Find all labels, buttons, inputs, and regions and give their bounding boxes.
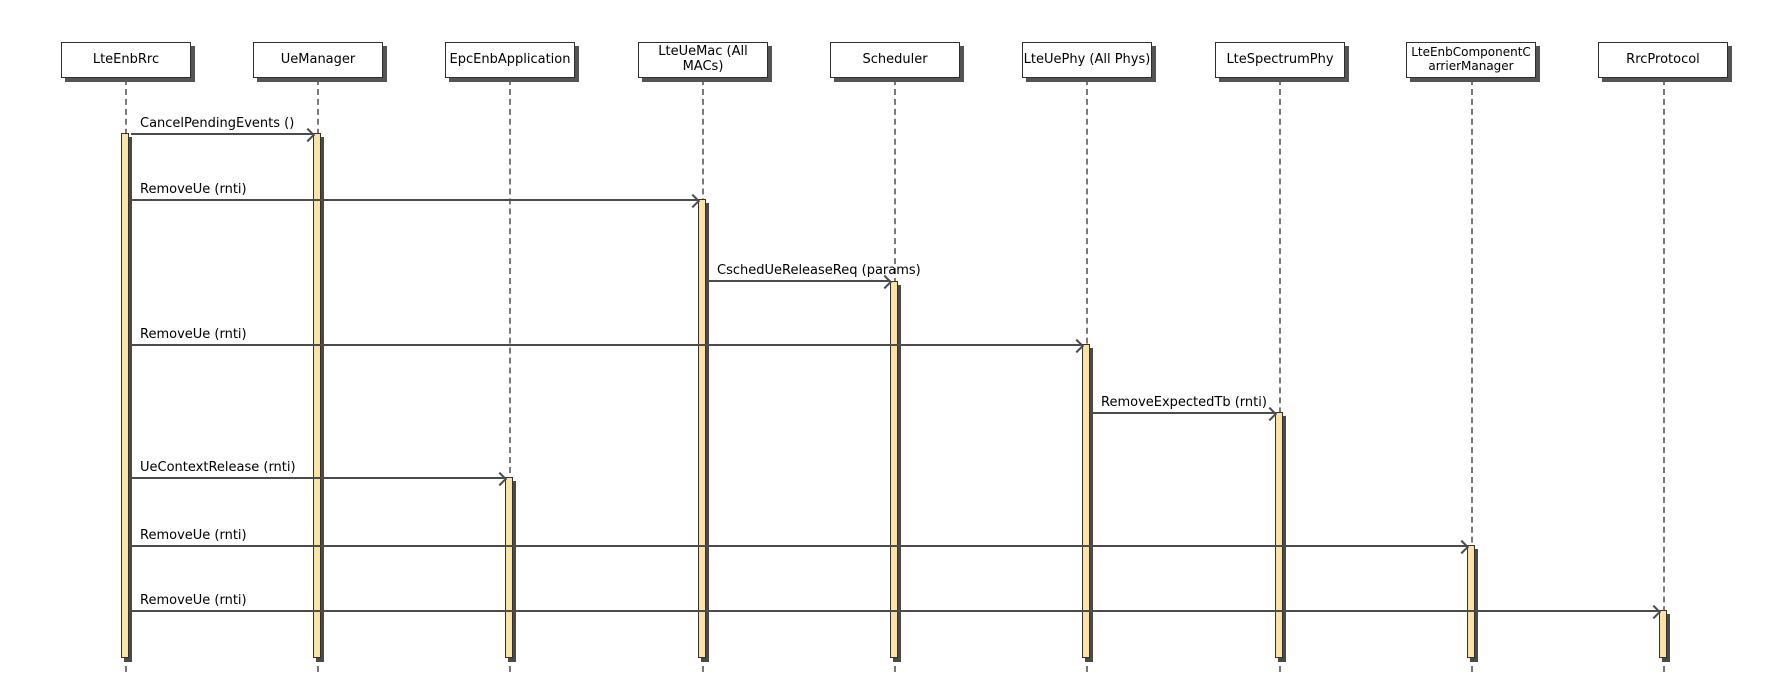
message-line [131, 477, 504, 479]
activation-bar-lteuemac [698, 199, 706, 658]
actor-box-scheduler: Scheduler [830, 42, 960, 78]
activation-bar-uemanager [313, 133, 321, 658]
message-label: CschedUeReleaseReq (params) [717, 263, 921, 278]
actor-label: EpcEnbApplication [449, 51, 571, 67]
lifeline-lteenbccm [1471, 79, 1473, 672]
message-label: RemoveUe (rnti) [140, 528, 247, 543]
activation-bar-lteuephy [1082, 344, 1090, 658]
actor-box-uemanager: UeManager [253, 42, 383, 78]
message-label: RemoveUe (rnti) [140, 593, 247, 608]
actor-label: RrcProtocol [1626, 51, 1700, 67]
activation-bar-ltespectrumphy [1275, 412, 1283, 658]
lifeline-rrcprotocol [1663, 79, 1665, 672]
lifeline-epcenbapplication [509, 79, 511, 672]
actor-label: LteUePhy (All Phys) [1023, 51, 1151, 67]
lifeline-ltespectrumphy [1279, 79, 1281, 672]
message-line [131, 133, 312, 135]
activation-bar-epcenbapplication [505, 477, 513, 658]
message-label: RemoveUe (rnti) [140, 182, 247, 197]
message-line [131, 610, 1658, 612]
actor-label: LteUeMac (All MACs) [658, 44, 748, 74]
message-line [708, 280, 889, 282]
activation-bar-lteenbrrc [121, 133, 129, 658]
message-label: CancelPendingEvents () [140, 116, 295, 131]
actor-label: Scheduler [862, 51, 928, 67]
actor-box-rrcprotocol: RrcProtocol [1598, 42, 1728, 78]
actor-label: LteSpectrumPhy [1226, 51, 1334, 67]
activation-bar-lteenbccm [1467, 545, 1475, 658]
message-line [131, 545, 1466, 547]
actor-box-lteenbrrc: LteEnbRrc [61, 42, 191, 78]
message-line [131, 199, 697, 201]
actor-box-lteuemac: LteUeMac (All MACs) [638, 42, 768, 78]
actor-box-lteuephy: LteUePhy (All Phys) [1022, 42, 1152, 78]
activation-bar-rrcprotocol [1659, 610, 1667, 658]
message-line [131, 344, 1081, 346]
message-label: UeContextRelease (rnti) [140, 460, 296, 475]
actor-box-ltespectrumphy: LteSpectrumPhy [1215, 42, 1345, 78]
actor-label: LteEnbComponentCarrierManager [1411, 45, 1531, 73]
message-label: RemoveExpectedTb (rnti) [1101, 395, 1267, 410]
message-label: RemoveUe (rnti) [140, 327, 247, 342]
message-line [1092, 412, 1274, 414]
actor-box-lteenbccm: LteEnbComponentCarrierManager [1406, 42, 1536, 78]
actor-box-epcenbapplication: EpcEnbApplication [445, 42, 575, 78]
actor-label: LteEnbRrc [92, 51, 160, 67]
actor-label: UeManager [280, 51, 356, 67]
activation-bar-scheduler [890, 281, 898, 658]
